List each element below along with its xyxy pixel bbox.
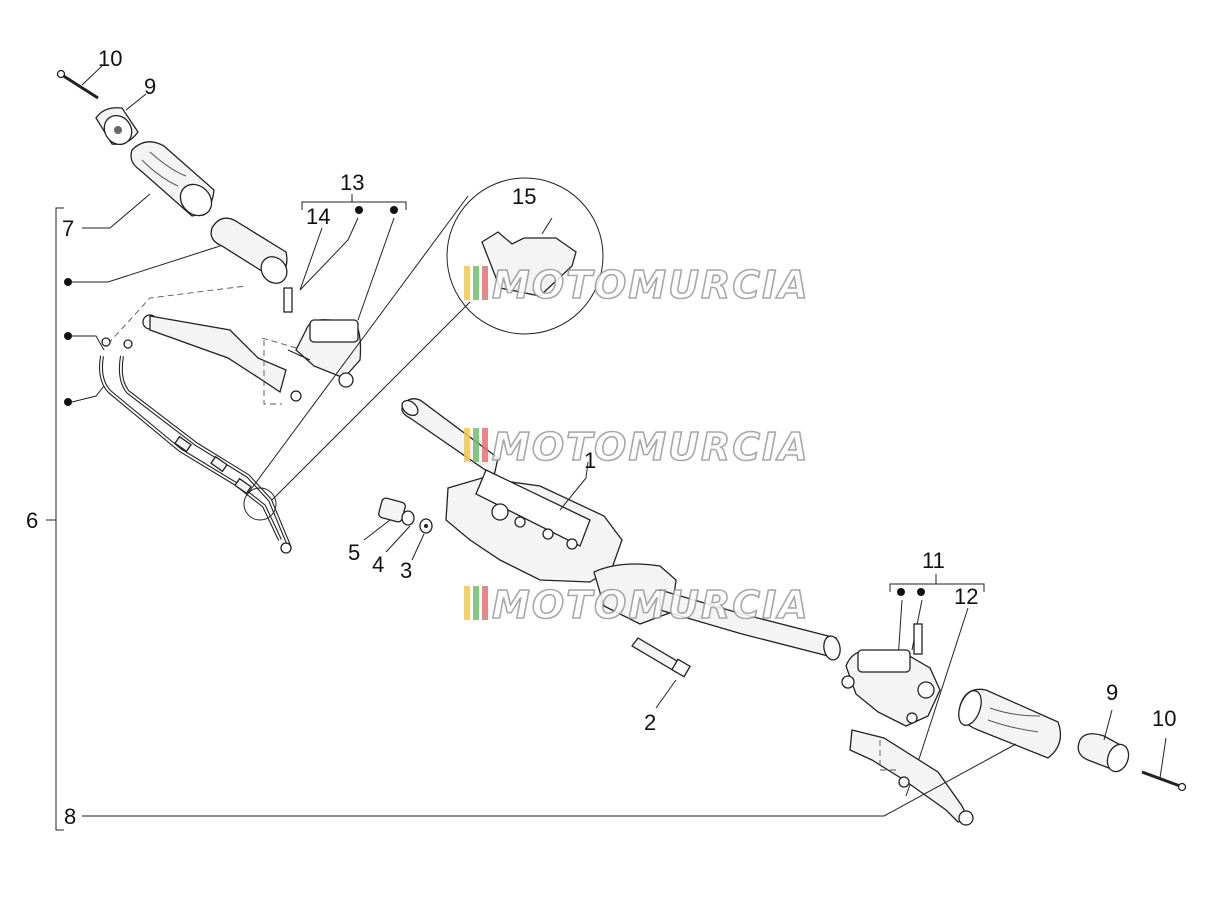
callout-15: 15 (512, 184, 536, 209)
detail-15 (243, 177, 604, 521)
callout-9-right: 9 (1106, 680, 1118, 705)
callout-11: 11 (922, 548, 945, 573)
bar-end-weight-left (95, 93, 147, 146)
bracket-13 (299, 194, 407, 321)
callout-9-left: 9 (144, 74, 156, 99)
bolt-2 (631, 637, 691, 709)
spacer-and-washers (363, 497, 433, 561)
left-master-cylinder (283, 287, 362, 388)
callout-2: 2 (644, 710, 656, 735)
grip-right (82, 688, 1062, 817)
callout-3: 3 (400, 558, 412, 583)
right-master-cylinder (841, 623, 941, 727)
callout-10-left: 10 (98, 46, 122, 71)
callout-14: 14 (306, 204, 330, 229)
throttle-cables (71, 285, 292, 554)
bracket-6 (46, 207, 72, 831)
handlebar (401, 398, 841, 661)
watermark-text-2: MOTOMURCIA (492, 425, 810, 469)
callout-8: 8 (64, 804, 76, 829)
right-brake-lever (849, 729, 974, 826)
left-brake-lever (142, 314, 311, 405)
watermark-2: MOTOMURCIA (464, 424, 810, 470)
callout-4: 4 (372, 552, 384, 577)
watermark-text-3: MOTOMURCIA (492, 583, 810, 627)
callout-13: 13 (340, 170, 364, 195)
callout-numbers: 10 9 7 13 14 15 6 1 5 4 3 2 11 12 9 10 8 (26, 46, 1176, 829)
watermark-1: MOTOMURCIA (464, 262, 810, 308)
throttle-tube (72, 217, 288, 284)
callout-5: 5 (348, 540, 360, 565)
bar-end-weight-right (1077, 709, 1130, 773)
callout-1: 1 (584, 448, 596, 473)
callout-12: 12 (954, 584, 978, 609)
callout-7: 7 (62, 216, 74, 241)
end-screw-right (1141, 737, 1187, 792)
callout-10-right: 10 (1152, 706, 1176, 731)
callout-6: 6 (26, 508, 38, 533)
end-screw-left (56, 65, 103, 100)
watermark-3: MOTOMURCIA (464, 582, 810, 628)
watermark-text-1: MOTOMURCIA (492, 263, 810, 307)
grip-left (82, 141, 215, 229)
